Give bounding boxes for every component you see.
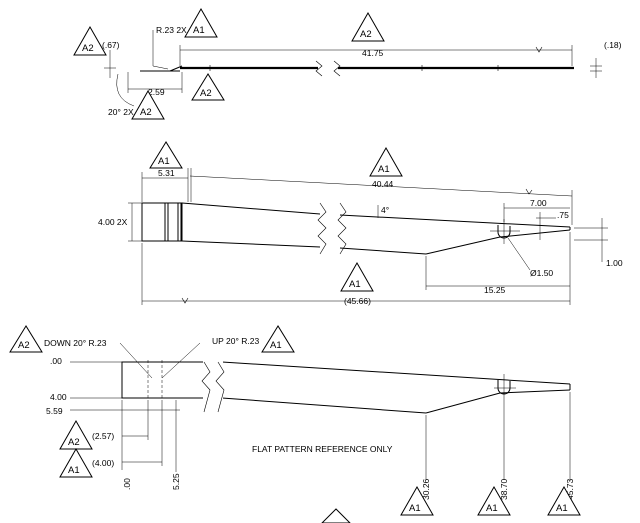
ord-bottom-0: .00 — [122, 478, 132, 490]
rev-triangle: A2 — [131, 89, 165, 120]
svg-text:A2: A2 — [82, 43, 94, 54]
flat-bottom-edge — [221, 397, 427, 414]
flat-top-edge — [221, 361, 571, 385]
rev-triangle: A2 — [59, 419, 93, 450]
ord-bottom-2: 30.26 — [421, 478, 431, 500]
dim-45-66: (45.66) — [344, 296, 371, 306]
rev-triangle: A2 — [9, 325, 43, 353]
dim-2-57: (2.57) — [92, 431, 114, 441]
dim-0-67: (.67) — [102, 40, 120, 50]
rev-triangle: A1 — [400, 485, 434, 516]
dim-4-00: (4.00) — [92, 458, 114, 468]
break-symbol — [215, 361, 225, 413]
ord-4-00: 4.00 — [50, 392, 67, 402]
ord-5-59: 5.59 — [46, 406, 63, 416]
ord-bottom-1: 5.25 — [171, 473, 181, 490]
break-mark — [525, 188, 533, 195]
side-view: 41.75 R.23 2X (.67) (.18) 2.59 20° 2X — [102, 25, 622, 117]
angle-20: 20° 2X — [108, 107, 134, 117]
bottom-edge — [339, 247, 427, 255]
bottom-edge — [425, 236, 501, 255]
svg-text:A2: A2 — [140, 107, 152, 118]
dim-40-44: 40.44 — [372, 179, 394, 189]
top-edge — [181, 202, 321, 215]
svg-text:A1: A1 — [486, 503, 498, 514]
svg-text:A2: A2 — [18, 340, 30, 351]
dim-15-25: 15.25 — [484, 285, 506, 295]
rev-triangle: A2 — [351, 11, 385, 42]
ord-bottom-4: 45.73 — [565, 478, 575, 500]
rev-triangle: A1 — [149, 141, 183, 169]
rev-triangle: A1 — [477, 485, 511, 516]
svg-text:A1: A1 — [409, 503, 421, 514]
rev-triangle: A1 — [59, 447, 93, 478]
svg-text:A1: A1 — [68, 465, 80, 476]
dim-4-00-2x: 4.00 2X — [98, 217, 128, 227]
break-mark — [181, 297, 189, 304]
svg-text:A1: A1 — [158, 156, 170, 167]
flat-pattern: .00 4.00 5.59 DOWN 20° R.23 UP 20° R.23 … — [44, 336, 575, 500]
dim-0-75: .75 — [557, 210, 569, 220]
rev-triangle: A1 — [184, 7, 218, 38]
svg-text:A1: A1 — [193, 25, 205, 36]
leader-line — [507, 237, 531, 271]
break-symbol — [317, 202, 327, 255]
angle-arc — [116, 73, 135, 107]
svg-text:A2: A2 — [68, 437, 80, 448]
bottom-edge — [181, 240, 321, 248]
end-block — [141, 202, 183, 242]
rev-triangle-partial — [321, 508, 351, 523]
rev-triangle: A2 — [73, 25, 107, 56]
label-up: UP 20° R.23 — [212, 336, 259, 346]
leader-line — [119, 342, 153, 379]
flat-pattern-note: FLAT PATTERN REFERENCE ONLY — [252, 444, 393, 454]
break-symbol — [337, 202, 347, 255]
leader-line — [161, 342, 201, 379]
angle-4: 4° — [381, 205, 389, 215]
break-symbol — [201, 361, 211, 413]
rev-triangle: A1 — [340, 261, 374, 292]
side-view-bend — [169, 65, 183, 72]
plan-view: 5.31 40.44 7.00 .75 4° 4.00 2X 1.00 Ø1.5… — [98, 168, 623, 306]
rev-triangle: A1 — [261, 325, 295, 353]
dim-41-75: 41.75 — [362, 48, 384, 58]
break-symbol — [315, 60, 323, 77]
label-down: DOWN 20° R.23 — [44, 338, 107, 348]
svg-text:A1: A1 — [270, 340, 282, 351]
ord-bottom-3: 38.70 — [499, 478, 509, 500]
ord-0-00: .00 — [50, 356, 62, 366]
dim-0-18: (.18) — [604, 40, 622, 50]
break-gap — [203, 360, 223, 412]
break-symbol — [333, 60, 341, 77]
rev-triangle: A1 — [369, 146, 403, 177]
bottom-edge — [499, 229, 571, 238]
rev-triangle: A2 — [191, 73, 225, 101]
svg-text:A2: A2 — [360, 29, 372, 40]
svg-text:A2: A2 — [200, 88, 212, 99]
dim-2-59: 2.59 — [148, 87, 165, 97]
dimension-line — [189, 175, 573, 197]
revision-tags: A2 A1 A2 A2 A2 A1 A1 A1 A2 A1 A2 A1 A1 A… — [9, 7, 581, 523]
svg-text:A1: A1 — [349, 279, 361, 290]
dim-7-00: 7.00 — [530, 198, 547, 208]
svg-text:A1: A1 — [556, 503, 568, 514]
rev-triangle: A1 — [547, 485, 581, 516]
flat-bottom-edge — [499, 389, 571, 394]
dim-5-31: 5.31 — [158, 168, 175, 178]
top-edge — [339, 214, 571, 228]
callout-radius: R.23 2X — [156, 25, 187, 35]
dim-1-00: 1.00 — [606, 258, 623, 268]
dim-hole: Ø1.50 — [530, 268, 553, 278]
leader-line — [152, 65, 169, 70]
flat-bottom-edge — [425, 392, 501, 414]
svg-text:A1: A1 — [378, 164, 390, 175]
break-mark — [535, 46, 543, 53]
